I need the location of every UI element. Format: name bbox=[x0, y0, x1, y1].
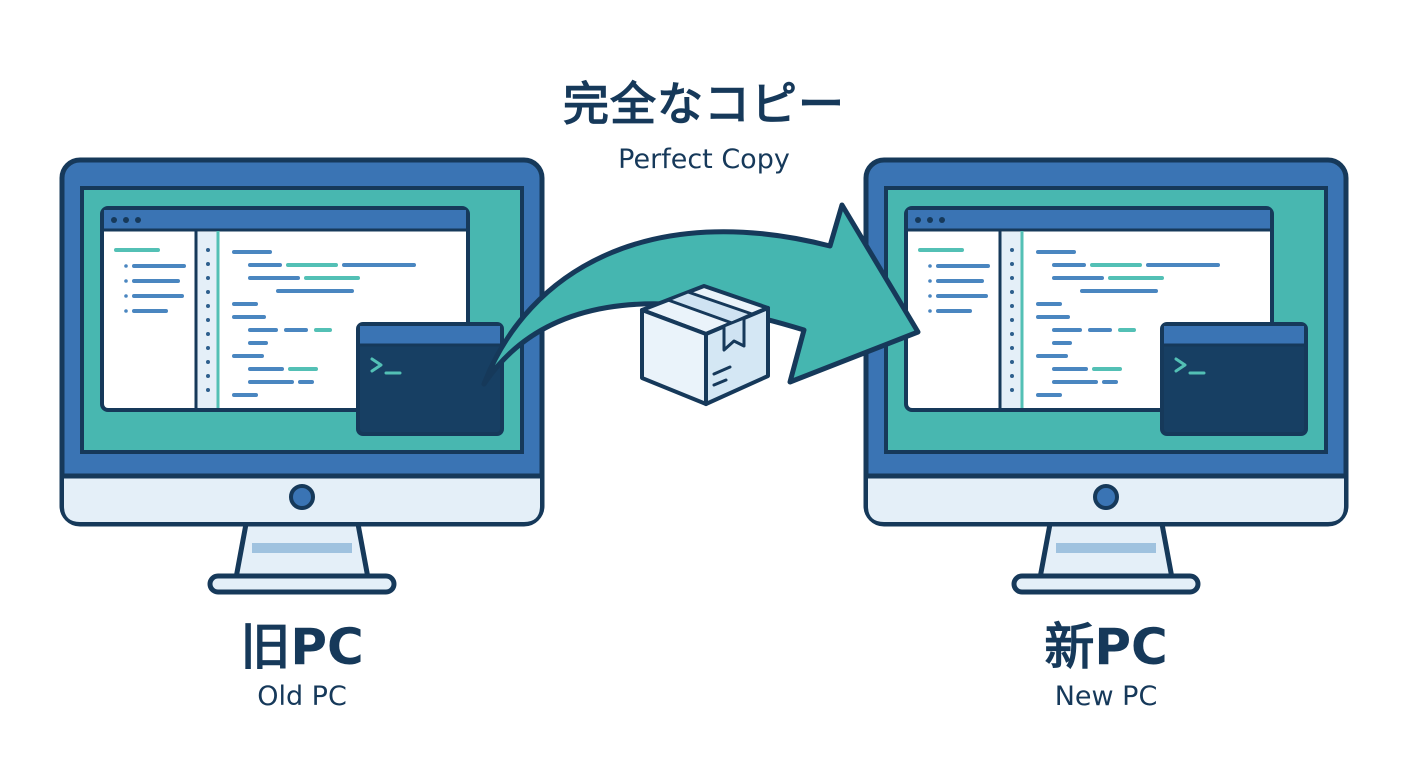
diagram-subtitle: Perfect Copy bbox=[618, 144, 790, 175]
new-pc-monitor-icon bbox=[863, 157, 1349, 595]
new-pc-sublabel: New PC bbox=[1054, 681, 1158, 712]
package-box-icon bbox=[640, 284, 770, 406]
terminal-icon bbox=[356, 322, 504, 436]
monitor-base bbox=[207, 573, 397, 595]
terminal-icon bbox=[1160, 322, 1308, 436]
old-pc-label: 旧PC bbox=[240, 618, 364, 676]
new-pc-label: 新PC bbox=[1044, 618, 1168, 676]
power-button-icon bbox=[1093, 484, 1119, 510]
old-pc-monitor-icon bbox=[59, 157, 545, 595]
diagram-title: 完全なコピー bbox=[563, 77, 845, 131]
old-pc-sublabel: Old PC bbox=[257, 681, 347, 712]
power-button-icon bbox=[289, 484, 315, 510]
monitor-base bbox=[1011, 573, 1201, 595]
